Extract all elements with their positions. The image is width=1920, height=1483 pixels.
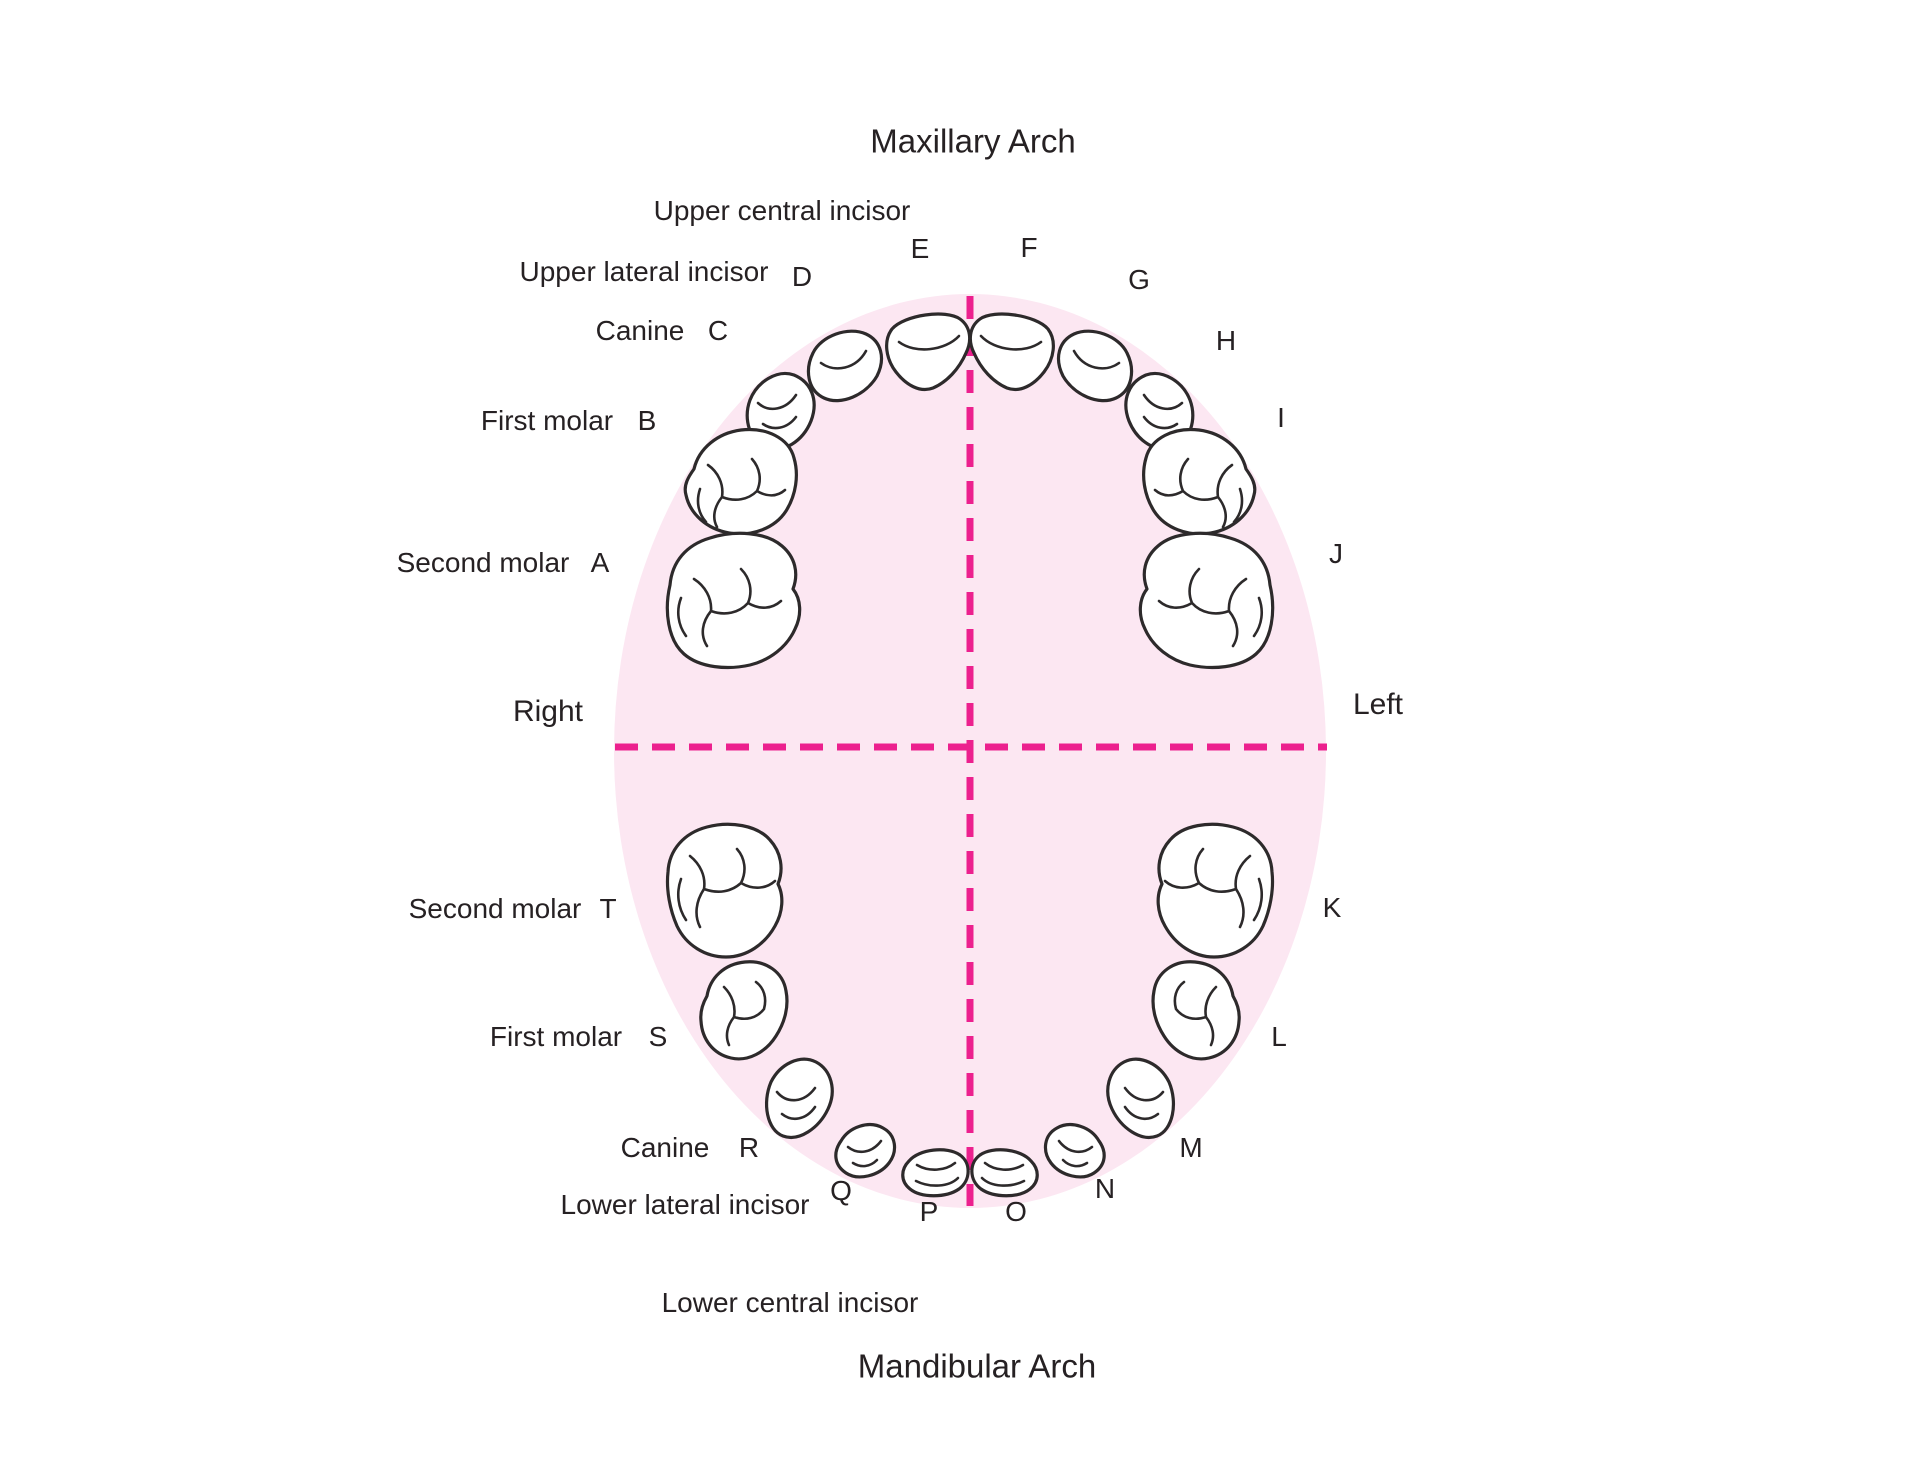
label-upper-first-molar: First molar — [480, 405, 614, 436]
tooth-letter-N: N — [1094, 1173, 1116, 1204]
tooth-R-shape — [764, 1057, 834, 1139]
tooth-E-shape — [885, 312, 972, 392]
tooth-K-shape — [1156, 822, 1275, 959]
tooth-letter-K: K — [1322, 892, 1342, 923]
label-upper-central-incisor: Upper central incisor — [653, 195, 911, 226]
tooth-T-shape — [665, 822, 784, 959]
tooth-O-shape — [970, 1148, 1039, 1198]
tooth-letter-Q: Q — [830, 1175, 852, 1206]
tooth-letter-J: J — [1329, 538, 1343, 569]
tooth-letter-L: L — [1271, 1021, 1287, 1052]
label-lower-second-molar: Second molar — [408, 893, 582, 924]
label-upper-canine: Canine — [595, 315, 685, 346]
tooth-S-shape — [699, 960, 789, 1061]
tooth-letter-A: A — [590, 547, 610, 578]
label-lower-central-incisor: Lower central incisor — [661, 1287, 919, 1318]
tooth-letter-B: B — [637, 405, 657, 436]
tooth-letter-H: H — [1215, 325, 1237, 356]
tooth-I-shape — [1142, 427, 1257, 536]
label-lower-first-molar: First molar — [489, 1021, 623, 1052]
tooth-A-shape — [665, 531, 802, 670]
tooth-Q-shape — [834, 1123, 897, 1179]
tooth-letter-S: S — [648, 1021, 668, 1052]
tooth-letter-R: R — [738, 1132, 760, 1163]
side-label-left: Left — [1352, 688, 1404, 721]
tooth-letter-I: I — [1277, 402, 1285, 433]
tooth-letter-O: O — [1005, 1196, 1027, 1227]
label-lower-lateral-incisor: Lower lateral incisor — [560, 1189, 810, 1220]
label-upper-second-molar: Second molar — [396, 547, 570, 578]
label-lower-canine: Canine — [620, 1132, 710, 1163]
tooth-letter-P: P — [919, 1196, 939, 1227]
tooth-letter-D: D — [791, 261, 813, 292]
tooth-P-shape — [901, 1148, 970, 1198]
mandibular-arch-title: Mandibular Arch — [857, 1347, 1097, 1385]
tooth-letter-F: F — [1020, 232, 1038, 263]
tooth-letter-T: T — [599, 893, 617, 924]
tooth-letter-E: E — [910, 233, 930, 264]
tooth-letter-C: C — [707, 315, 729, 346]
tooth-B-shape — [683, 427, 798, 536]
tooth-J-shape — [1138, 531, 1275, 670]
tooth-letter-M: M — [1179, 1132, 1203, 1163]
maxillary-arch-title: Maxillary Arch — [870, 122, 1076, 160]
tooth-letter-G: G — [1128, 264, 1150, 295]
side-label-right: Right — [512, 695, 584, 728]
label-upper-lateral-incisor: Upper lateral incisor — [519, 256, 769, 287]
tooth-D-shape — [806, 329, 884, 403]
